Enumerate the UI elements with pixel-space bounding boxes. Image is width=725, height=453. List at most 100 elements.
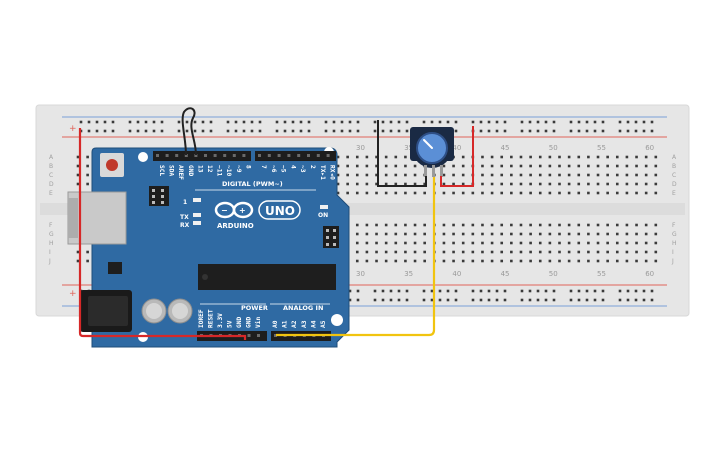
breadboard-hole[interactable]	[558, 250, 561, 254]
breadboard-hole[interactable]	[519, 250, 523, 254]
rail-hole[interactable]	[422, 289, 426, 293]
breadboard-hole[interactable]	[577, 223, 581, 227]
breadboard-hole[interactable]	[558, 191, 561, 195]
breadboard-hole[interactable]	[452, 173, 455, 177]
breadboard-hole[interactable]	[355, 223, 359, 227]
breadboard-hole[interactable]	[394, 259, 398, 263]
breadboard-hole[interactable]	[596, 223, 600, 227]
breadboard-hole[interactable]	[529, 241, 532, 245]
breadboard-hole[interactable]	[615, 259, 619, 263]
rail-hole[interactable]	[585, 129, 589, 133]
breadboard-hole[interactable]	[596, 182, 600, 186]
breadboard-hole[interactable]	[413, 164, 417, 168]
breadboard-hole[interactable]	[587, 164, 590, 168]
breadboard-hole[interactable]	[365, 155, 369, 159]
breadboard-hole[interactable]	[413, 250, 417, 254]
wire-pot-vcc[interactable]	[440, 126, 474, 187]
breadboard-hole[interactable]	[587, 241, 590, 245]
breadboard-hole[interactable]	[76, 182, 80, 186]
breadboard-hole[interactable]	[654, 182, 658, 186]
breadboard-hole[interactable]	[461, 182, 465, 186]
header-pin[interactable]	[257, 334, 260, 337]
breadboard-hole[interactable]	[519, 223, 523, 227]
breadboard-hole[interactable]	[538, 250, 542, 254]
rail-hole[interactable]	[144, 129, 148, 133]
breadboard-hole[interactable]	[510, 259, 513, 263]
breadboard-hole[interactable]	[519, 182, 523, 186]
breadboard-hole[interactable]	[500, 182, 504, 186]
breadboard-hole[interactable]	[558, 164, 561, 168]
breadboard-hole[interactable]	[538, 259, 542, 263]
rail-hole[interactable]	[258, 120, 262, 124]
breadboard-hole[interactable]	[365, 259, 369, 263]
breadboard-hole[interactable]	[635, 155, 638, 159]
breadboard-hole[interactable]	[615, 173, 619, 177]
breadboard-hole[interactable]	[500, 155, 504, 159]
rail-hole[interactable]	[569, 120, 573, 124]
breadboard-hole[interactable]	[481, 182, 484, 186]
breadboard-hole[interactable]	[86, 259, 89, 263]
breadboard-hole[interactable]	[365, 223, 369, 227]
rail-hole[interactable]	[299, 129, 303, 133]
rail-hole[interactable]	[291, 120, 295, 124]
breadboard-hole[interactable]	[567, 223, 571, 227]
rail-hole[interactable]	[544, 129, 548, 133]
breadboard-hole[interactable]	[500, 173, 504, 177]
breadboard-hole[interactable]	[577, 250, 581, 254]
breadboard-hole[interactable]	[336, 155, 340, 159]
breadboard-hole[interactable]	[538, 173, 542, 177]
breadboard-hole[interactable]	[365, 173, 369, 177]
breadboard-hole[interactable]	[548, 191, 552, 195]
breadboard-hole[interactable]	[461, 173, 465, 177]
rail-hole[interactable]	[479, 120, 483, 124]
rail-hole[interactable]	[618, 289, 622, 293]
rail-hole[interactable]	[348, 120, 352, 124]
breadboard-hole[interactable]	[500, 259, 504, 263]
breadboard-hole[interactable]	[384, 164, 388, 168]
breadboard-hole[interactable]	[500, 241, 504, 245]
rail-hole[interactable]	[87, 120, 91, 124]
breadboard-hole[interactable]	[413, 232, 417, 236]
pot-pin-wiper[interactable]	[432, 165, 435, 177]
rail-hole[interactable]	[634, 298, 638, 302]
breadboard-hole[interactable]	[86, 173, 89, 177]
breadboard-hole[interactable]	[577, 232, 581, 236]
breadboard-hole[interactable]	[538, 241, 542, 245]
breadboard-hole[interactable]	[413, 191, 417, 195]
rail-hole[interactable]	[332, 129, 336, 133]
breadboard-hole[interactable]	[644, 182, 648, 186]
breadboard-hole[interactable]	[548, 223, 552, 227]
rail-hole[interactable]	[283, 120, 287, 124]
rail-hole[interactable]	[348, 129, 352, 133]
breadboard-hole[interactable]	[510, 223, 513, 227]
rail-hole[interactable]	[389, 289, 393, 293]
rail-hole[interactable]	[650, 298, 654, 302]
breadboard-hole[interactable]	[606, 223, 609, 227]
rail-hole[interactable]	[495, 129, 499, 133]
breadboard-hole[interactable]	[654, 173, 658, 177]
breadboard-hole[interactable]	[461, 250, 465, 254]
rail-hole[interactable]	[650, 129, 654, 133]
rail-hole[interactable]	[626, 289, 630, 293]
breadboard-hole[interactable]	[355, 173, 359, 177]
rail-hole[interactable]	[209, 120, 213, 124]
breadboard-hole[interactable]	[355, 164, 359, 168]
breadboard-hole[interactable]	[384, 173, 388, 177]
top-header-right[interactable]	[255, 151, 336, 161]
breadboard-hole[interactable]	[442, 191, 446, 195]
breadboard-hole[interactable]	[529, 259, 532, 263]
breadboard-hole[interactable]	[548, 173, 552, 177]
rail-hole[interactable]	[536, 289, 540, 293]
breadboard-hole[interactable]	[490, 155, 494, 159]
header-pin[interactable]	[247, 334, 251, 337]
header-pin[interactable]	[287, 154, 291, 157]
rail-hole[interactable]	[430, 298, 434, 302]
breadboard-hole[interactable]	[394, 232, 398, 236]
rail-hole[interactable]	[185, 129, 189, 133]
breadboard-hole[interactable]	[471, 250, 475, 254]
breadboard-hole[interactable]	[355, 232, 359, 236]
breadboard-hole[interactable]	[548, 250, 552, 254]
rail-hole[interactable]	[152, 129, 156, 133]
breadboard-hole[interactable]	[375, 191, 378, 195]
header-pin[interactable]	[184, 154, 188, 157]
